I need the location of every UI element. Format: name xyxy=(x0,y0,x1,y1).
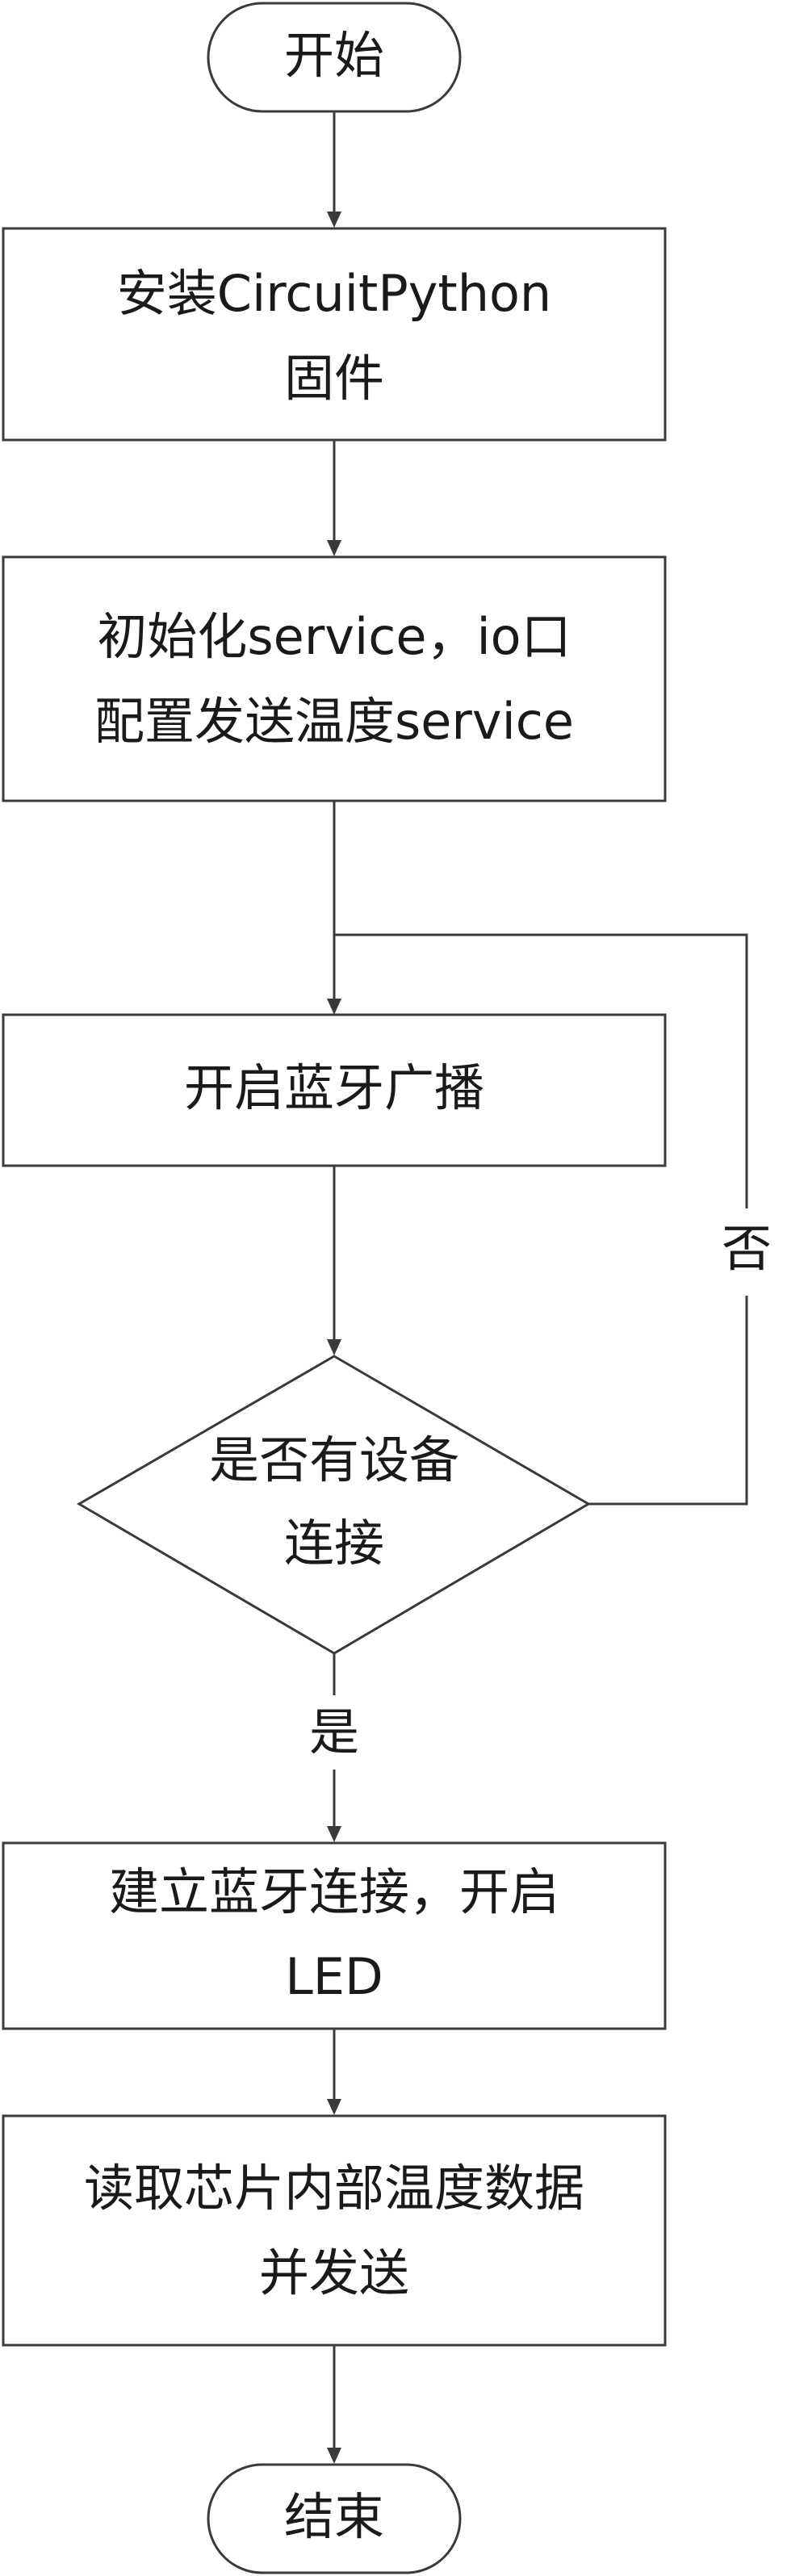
arrowhead xyxy=(327,1339,341,1355)
edges xyxy=(327,111,748,2464)
edge-no-loop xyxy=(588,1296,748,1506)
edge-no-loop-upper xyxy=(334,933,748,1208)
node-decision: 是否有设备 连接 xyxy=(77,1355,591,1655)
arrowhead xyxy=(327,540,341,556)
arrowhead xyxy=(327,212,341,228)
node-read-line2: 并发送 xyxy=(259,2243,409,2302)
node-init-line2: 配置发送温度service xyxy=(94,692,574,751)
node-install-line2: 固件 xyxy=(284,349,384,408)
node-end: 结束 xyxy=(207,2463,462,2574)
node-advertise-text: 开启蓝牙广播 xyxy=(184,1058,484,1117)
edge-label-yes: 是 xyxy=(309,1703,359,1761)
node-install: 安装CircuitPython 固件 xyxy=(2,227,667,442)
node-decision-line1: 是否有设备 xyxy=(209,1430,459,1489)
node-connect: 建立蓝牙连接，开启 LED xyxy=(2,1841,667,2030)
node-read-line1: 读取芯片内部温度数据 xyxy=(84,2159,584,2218)
node-start: 开始 xyxy=(207,2,462,113)
node-advertise: 开启蓝牙广播 xyxy=(2,1013,667,1167)
edge-label-no: 否 xyxy=(722,1219,772,1278)
arrowhead xyxy=(327,2448,341,2464)
arrowhead xyxy=(327,2099,341,2115)
node-connect-line1: 建立蓝牙连接，开启 xyxy=(109,1862,559,1921)
node-init: 初始化service，io口 配置发送温度service xyxy=(2,555,667,802)
node-start-text: 开始 xyxy=(284,26,384,85)
node-init-line1: 初始化service，io口 xyxy=(97,607,571,666)
arrowhead xyxy=(327,999,341,1015)
arrowhead xyxy=(327,1826,341,1842)
node-end-text: 结束 xyxy=(284,2487,384,2546)
node-read: 读取芯片内部温度数据 并发送 xyxy=(2,2114,667,2347)
node-decision-line2: 连接 xyxy=(284,1514,384,1573)
node-install-line1: 安装CircuitPython xyxy=(117,264,551,323)
node-connect-line2: LED xyxy=(285,1947,383,2006)
